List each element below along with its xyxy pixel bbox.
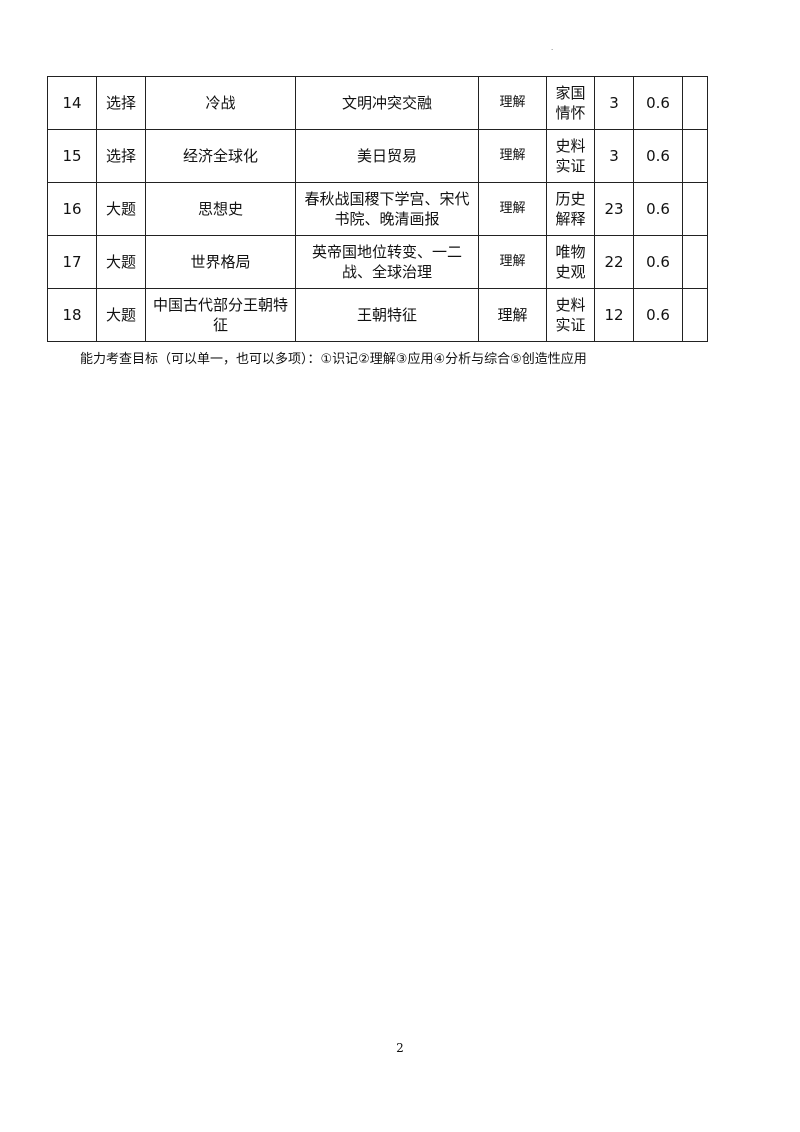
ability-target: 理解 xyxy=(478,235,547,289)
core-literacy: 历史解释 xyxy=(546,182,595,236)
content-area: 思想史 xyxy=(145,182,296,236)
difficulty: 0.6 xyxy=(633,76,683,130)
ability-target-note: 能力考查目标（可以单一，也可以多项）：①识记②理解③应用④分析与综合⑤创造性应用 xyxy=(80,352,587,367)
question-type: 大题 xyxy=(96,235,146,289)
remark xyxy=(682,182,708,236)
question-type: 选择 xyxy=(96,76,146,130)
remark xyxy=(682,129,708,183)
ability-target: 理解 xyxy=(478,182,547,236)
question-type: 大题 xyxy=(96,182,146,236)
score: 12 xyxy=(594,288,634,342)
score: 3 xyxy=(594,76,634,130)
ability-target: 理解 xyxy=(478,288,547,342)
score: 23 xyxy=(594,182,634,236)
ability-target: 理解 xyxy=(478,76,547,130)
difficulty: 0.6 xyxy=(633,182,683,236)
question-number: 15 xyxy=(47,129,97,183)
core-literacy: 唯物史观 xyxy=(546,235,595,289)
difficulty: 0.6 xyxy=(633,235,683,289)
ability-target: 理解 xyxy=(478,129,547,183)
core-literacy: 史料实证 xyxy=(546,129,595,183)
difficulty: 0.6 xyxy=(633,129,683,183)
question-type: 选择 xyxy=(96,129,146,183)
content-area: 冷战 xyxy=(145,76,296,130)
difficulty: 0.6 xyxy=(633,288,683,342)
remark xyxy=(682,235,708,289)
content-area: 世界格局 xyxy=(145,235,296,289)
question-number: 18 xyxy=(47,288,97,342)
knowledge-point: 英帝国地位转变、一二战、全球治理 xyxy=(295,235,479,289)
score: 3 xyxy=(594,129,634,183)
core-literacy: 史料实证 xyxy=(546,288,595,342)
table-row: 18 大题 中国古代部分王朝特征 王朝特征 理解 史料实证 12 0.6 xyxy=(47,288,708,342)
page-top-mark: . xyxy=(551,44,554,52)
question-type: 大题 xyxy=(96,288,146,342)
remark xyxy=(682,288,708,342)
knowledge-point: 王朝特征 xyxy=(295,288,479,342)
core-literacy: 家国情怀 xyxy=(546,76,595,130)
remark xyxy=(682,76,708,130)
table-row: 16 大题 思想史 春秋战国稷下学宫、宋代书院、晚清画报 理解 历史解释 23 … xyxy=(47,182,708,236)
content-area: 经济全球化 xyxy=(145,129,296,183)
knowledge-point: 文明冲突交融 xyxy=(295,76,479,130)
knowledge-point: 美日贸易 xyxy=(295,129,479,183)
page-number: 2 xyxy=(396,1041,404,1055)
table-row: 17 大题 世界格局 英帝国地位转变、一二战、全球治理 理解 唯物史观 22 0… xyxy=(47,235,708,289)
content-area: 中国古代部分王朝特征 xyxy=(145,288,296,342)
score: 22 xyxy=(594,235,634,289)
question-number: 16 xyxy=(47,182,97,236)
question-number: 14 xyxy=(47,76,97,130)
knowledge-point: 春秋战国稷下学宫、宋代书院、晚清画报 xyxy=(295,182,479,236)
table-row: 15 选择 经济全球化 美日贸易 理解 史料实证 3 0.6 xyxy=(47,129,708,183)
exam-spec-table: 14 选择 冷战 文明冲突交融 理解 家国情怀 3 0.6 15 选择 经济全球… xyxy=(47,76,708,342)
table-row: 14 选择 冷战 文明冲突交融 理解 家国情怀 3 0.6 xyxy=(47,76,708,130)
question-number: 17 xyxy=(47,235,97,289)
